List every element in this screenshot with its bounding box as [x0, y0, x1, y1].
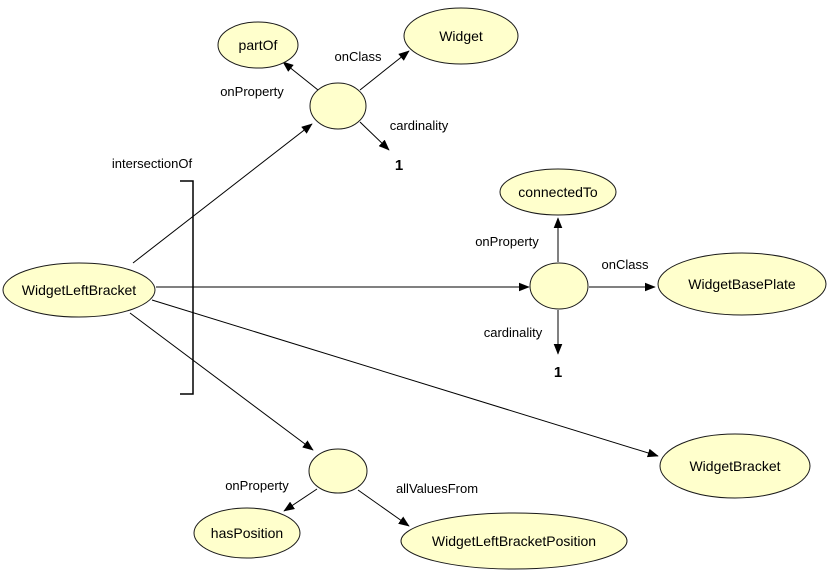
- label-mid-on-property: onProperty: [475, 234, 539, 249]
- edge-bottom-all-values-from: [357, 489, 410, 527]
- has-position-ellipse[interactable]: [193, 507, 301, 559]
- label-mid-on-class: onClass: [602, 257, 649, 272]
- widget-bracket-label: WidgetBracket: [689, 458, 780, 474]
- label-mid-cardinality: cardinality: [484, 325, 543, 340]
- bottom-restriction-ellipse[interactable]: [308, 448, 368, 494]
- node-has-position[interactable]: hasPosition: [193, 507, 301, 559]
- has-position-label: hasPosition: [211, 525, 283, 541]
- widget-bracket-ellipse[interactable]: [659, 433, 811, 499]
- widget-label: Widget: [439, 28, 483, 44]
- node-widget-base-plate[interactable]: WidgetBasePlate: [657, 252, 827, 316]
- edge-bottom-on-property: [283, 488, 318, 512]
- edge-intersection-to-top-restriction: [132, 123, 313, 264]
- node-mid-restriction[interactable]: [529, 262, 589, 310]
- node-widget-left-bracket[interactable]: WidgetLeftBracket: [2, 262, 156, 318]
- node-connected-to[interactable]: connectedTo: [499, 168, 617, 216]
- label-top-cardinality: cardinality: [390, 118, 449, 133]
- node-top-restriction[interactable]: [309, 82, 367, 130]
- edge-top-on-property: [282, 61, 319, 91]
- node-widget-bracket[interactable]: WidgetBracket: [659, 433, 811, 499]
- edge-top-cardinality: [359, 121, 390, 151]
- label-top-on-property: onProperty: [220, 84, 284, 99]
- top-restriction-ellipse[interactable]: [309, 82, 367, 130]
- part-of-label: partOf: [239, 37, 278, 53]
- widget-left-bracket-position-ellipse[interactable]: [400, 512, 628, 570]
- label-bottom-all-values-from: allValuesFrom: [396, 481, 478, 496]
- widget-ellipse[interactable]: [403, 7, 519, 65]
- label-intersection-of: intersectionOf: [112, 156, 193, 171]
- value-mid-cardinality: 1: [554, 364, 562, 381]
- label-top-on-class: onClass: [335, 49, 382, 64]
- widget-left-bracket-ellipse[interactable]: [2, 262, 156, 318]
- edge-top-on-class: [359, 50, 410, 91]
- widget-base-plate-ellipse[interactable]: [657, 252, 827, 316]
- label-bottom-on-property: onProperty: [225, 478, 289, 493]
- widget-left-bracket-label: WidgetLeftBracket: [22, 282, 136, 298]
- edge-intersection-to-bottom-restriction: [129, 312, 314, 451]
- widget-base-plate-label: WidgetBasePlate: [688, 276, 796, 292]
- value-top-cardinality: 1: [395, 157, 403, 174]
- part-of-ellipse[interactable]: [217, 21, 299, 69]
- connected-to-ellipse[interactable]: [499, 168, 617, 216]
- edge-intersection-to-widget-bracket: [151, 299, 659, 458]
- widget-left-bracket-position-label: WidgetLeftBracketPosition: [432, 533, 596, 549]
- mid-restriction-ellipse[interactable]: [529, 262, 589, 310]
- node-part-of[interactable]: partOf: [217, 21, 299, 69]
- node-bottom-restriction[interactable]: [308, 448, 368, 494]
- node-widget-left-bracket-position[interactable]: WidgetLeftBracketPosition: [400, 512, 628, 570]
- connected-to-label: connectedTo: [518, 184, 598, 200]
- node-widget[interactable]: Widget: [403, 7, 519, 65]
